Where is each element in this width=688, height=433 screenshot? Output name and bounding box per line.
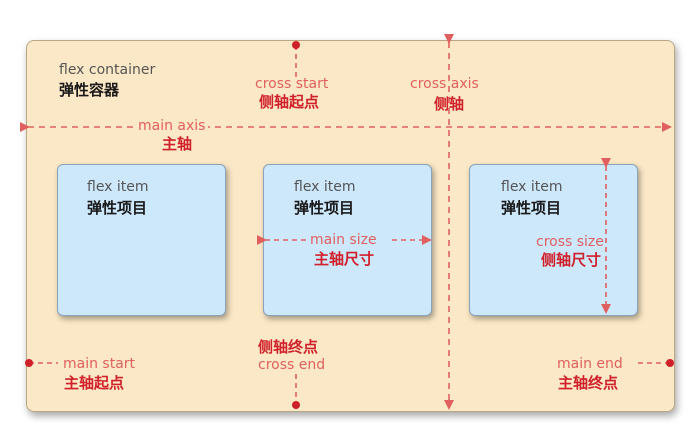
main-end-label-en: main end [557, 356, 623, 372]
flex-item-1-label-zh: 弹性项目 [87, 199, 148, 217]
cross-axis-label-en: cross axis [410, 76, 479, 92]
cross-axis-label-zh: 侧轴 [434, 95, 465, 113]
main-start-label-zh: 主轴起点 [64, 374, 125, 392]
flex-item-3-label-zh: 弹性项目 [501, 199, 562, 217]
main-end-label-zh: 主轴终点 [558, 374, 619, 392]
flex-item-3-label-en: flex item [501, 179, 563, 195]
flex-item-2-label-en: flex item [294, 179, 356, 195]
flex-item-1-label-en: flex item [87, 179, 149, 195]
container-label-en: flex container [59, 62, 156, 78]
main-axis-label-en: main axis [135, 119, 209, 133]
flex-item-1 [57, 164, 226, 316]
cross-size-label-en: cross size [536, 234, 604, 250]
flex-item-2-label-zh: 弹性项目 [294, 199, 355, 217]
main-size-label-zh: 主轴尺寸 [314, 250, 375, 268]
main-size-label-en: main size [310, 232, 377, 248]
cross-end-label-en: cross end [258, 357, 326, 373]
cross-start-label-en: cross start [255, 76, 329, 92]
cross-size-label-zh: 侧轴尺寸 [541, 251, 602, 269]
main-axis-label-zh: 主轴 [162, 135, 193, 153]
cross-start-dot [292, 41, 300, 49]
cross-start-label-zh: 侧轴起点 [259, 93, 320, 111]
main-start-dot [25, 359, 33, 367]
main-start-label-en: main start [63, 356, 136, 372]
cross-end-label-zh: 侧轴终点 [258, 338, 319, 356]
main-end-dot [666, 359, 674, 367]
cross-end-dot [292, 401, 300, 409]
container-label-zh: 弹性容器 [59, 81, 120, 99]
